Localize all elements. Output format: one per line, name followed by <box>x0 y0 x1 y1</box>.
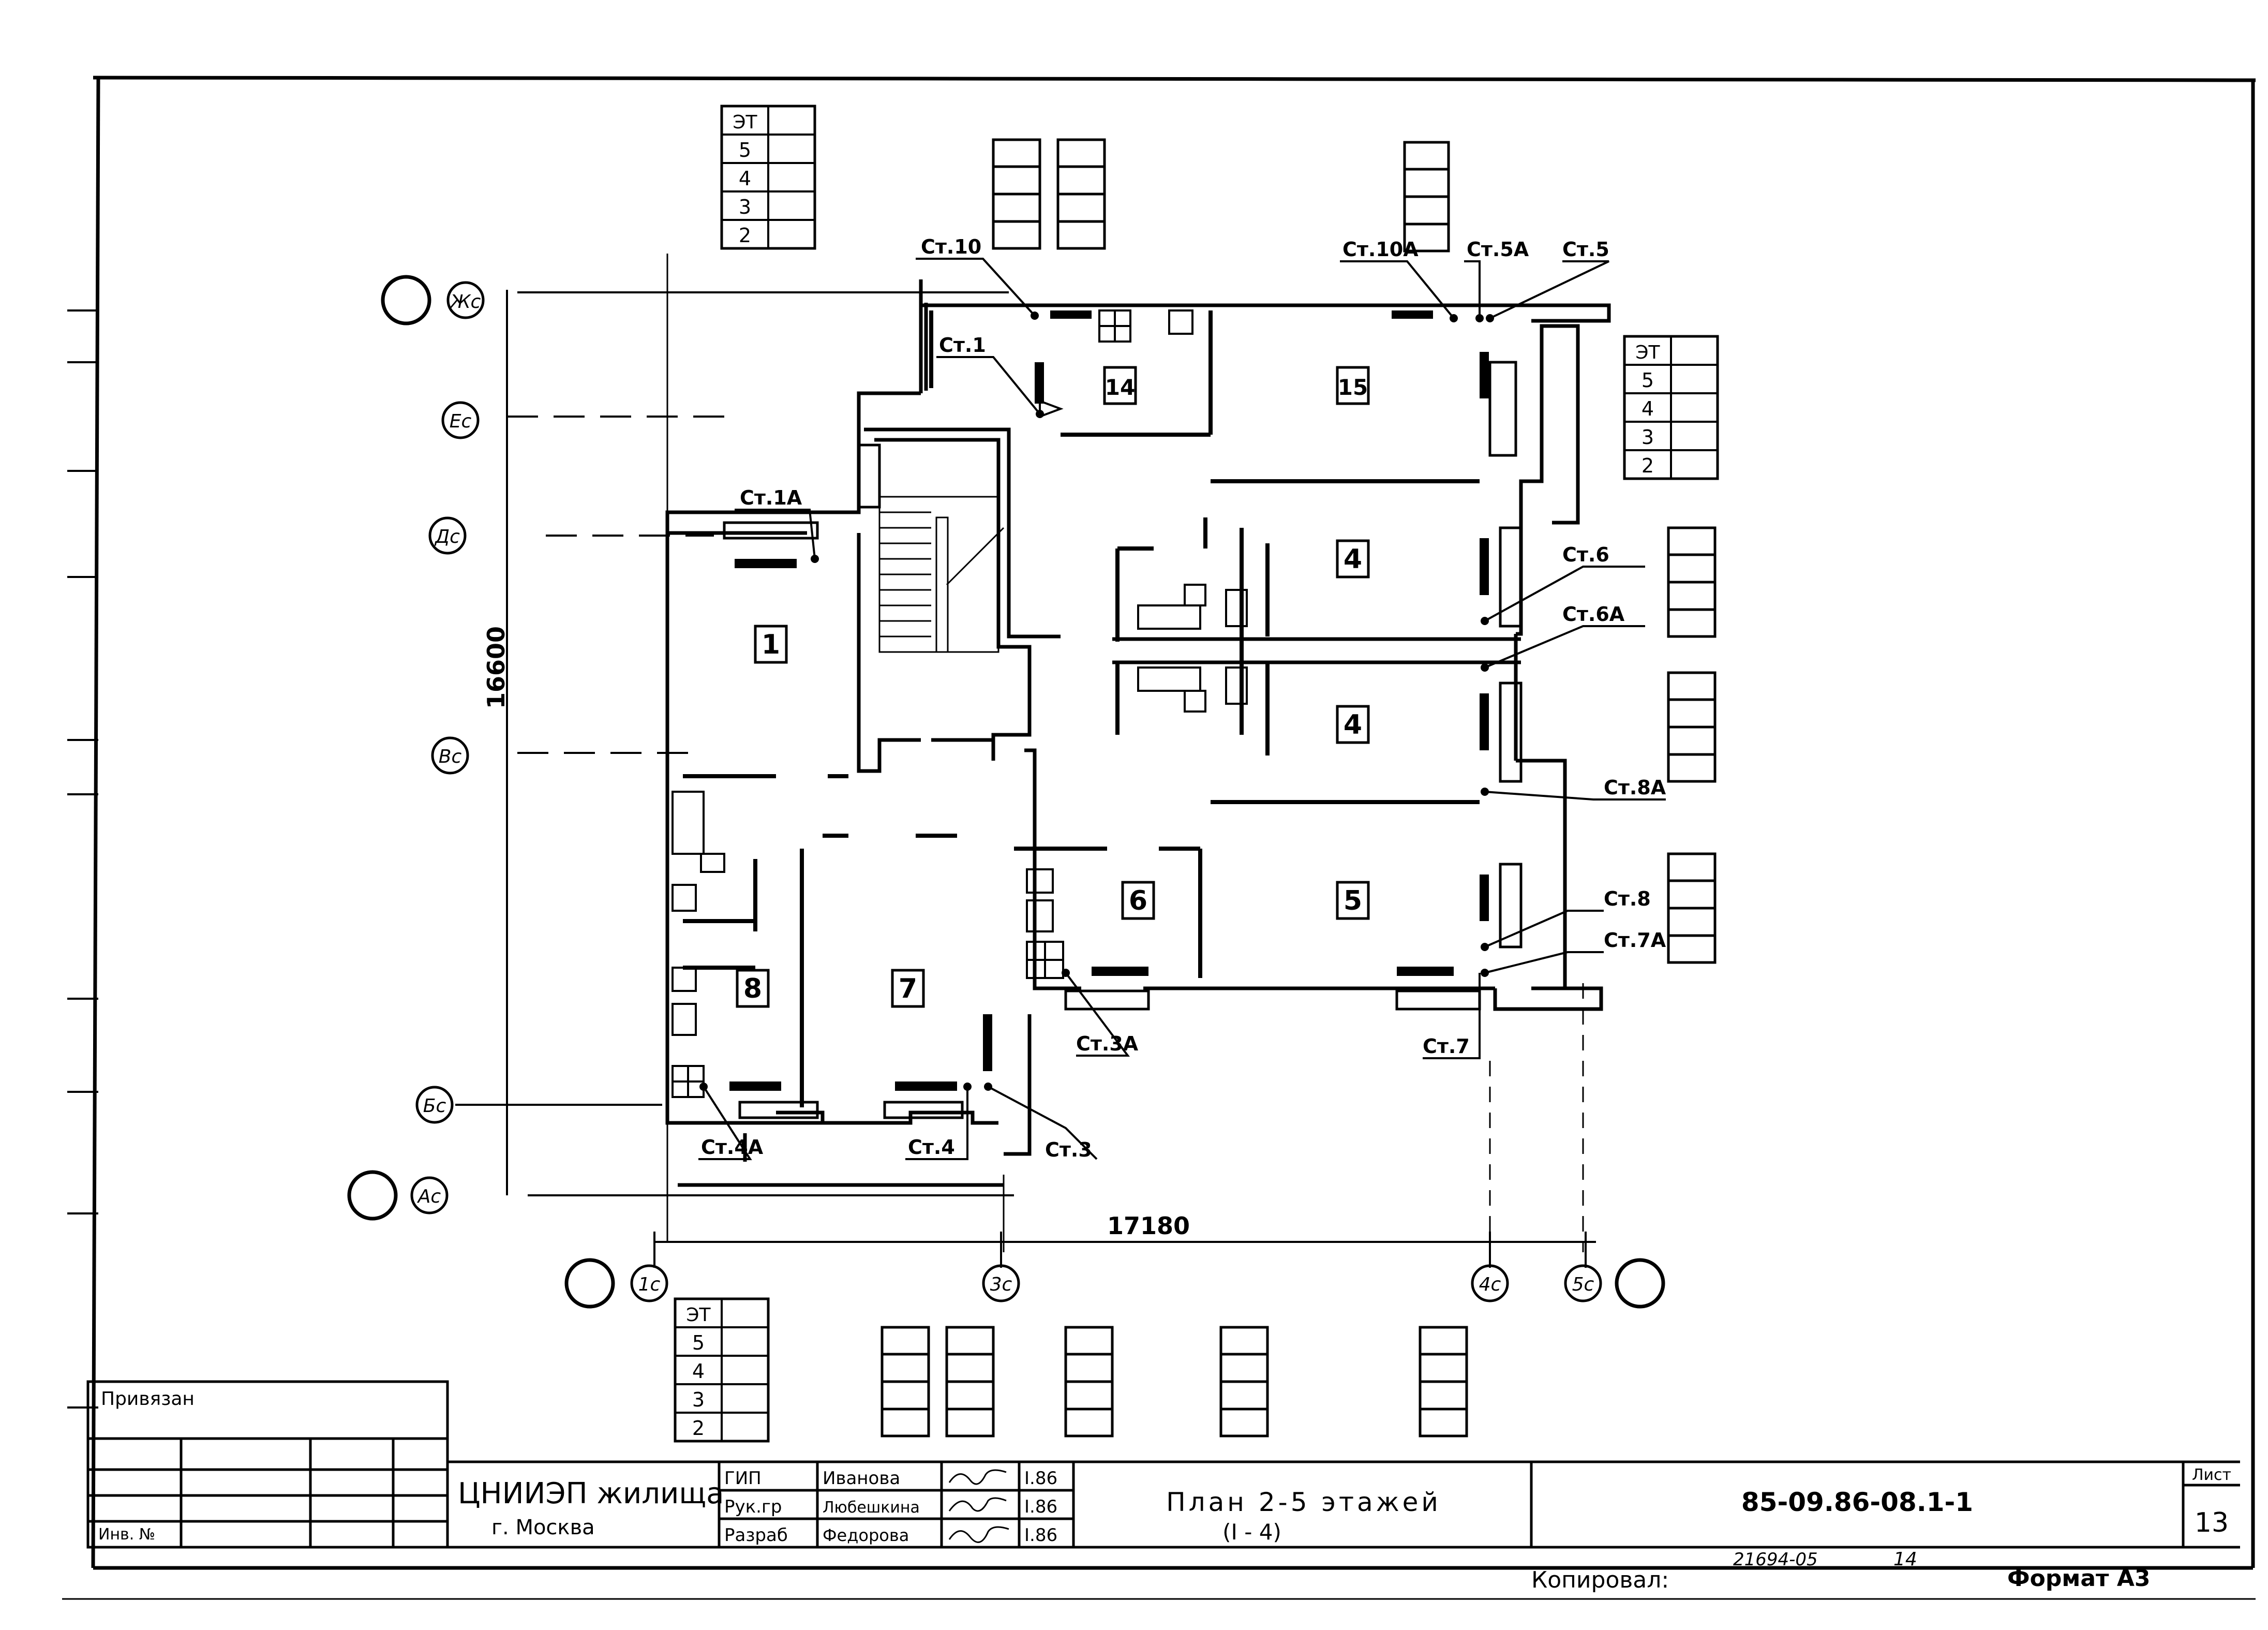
stacked-blocks <box>881 138 1717 1438</box>
title-block: Привязан Инв. № ЦНИИЭП жилища г. Москва … <box>86 1380 2240 1549</box>
margin-ticks <box>67 309 98 1409</box>
sheet-number: 13 <box>2195 1507 2229 1538</box>
floor-3: 3 <box>1642 426 1654 449</box>
axis-markers: Жс Ес Дс Вс Бс Ас 1с 3с 4с 5с <box>347 275 1665 1309</box>
privyazan-label: Привязан <box>101 1388 195 1410</box>
floor-2: 2 <box>1642 454 1654 477</box>
axis-label-1c: 1с <box>638 1274 661 1295</box>
name-developer: Федорова <box>823 1525 909 1545</box>
floor-table-right: ЭТ 5 4 3 2 <box>1623 335 1719 480</box>
axis-label-zh: Жс <box>450 291 481 313</box>
date-developer: I.86 <box>1024 1525 1057 1546</box>
staircase <box>878 496 1005 653</box>
copied-label: Копировал: <box>1531 1567 1669 1593</box>
floor-table-header: ЭТ <box>733 112 757 133</box>
organization-city: г. Москва <box>491 1516 595 1539</box>
room-7: 7 <box>899 973 917 1004</box>
room-1: 1 <box>762 629 780 660</box>
riser-st1: Ст.1 <box>939 334 986 357</box>
floor-table-top: ЭТ 5 4 3 2 <box>720 105 816 250</box>
floor-4: 4 <box>739 167 751 190</box>
riser-st5a: Ст.5А <box>1467 238 1529 261</box>
room-4-upper: 4 <box>1344 544 1362 575</box>
riser-st3: Ст.3 <box>1045 1138 1092 1161</box>
floor-2: 2 <box>739 224 751 247</box>
riser-st10: Ст.10 <box>921 235 981 258</box>
riser-labels: Ст.10 Ст.1 Ст.1А Ст.10А Ст.5А Ст.5 Ст.6 … <box>701 235 1666 1161</box>
riser-st4: Ст.4 <box>908 1136 955 1159</box>
axis-label-4c: 4с <box>1479 1274 1501 1295</box>
copy-extra: 14 <box>1893 1549 1917 1570</box>
room-15: 15 <box>1338 375 1368 400</box>
plumbing-fixtures <box>672 309 1248 1098</box>
footer: Копировал: 21694-05 14 Формат А3 <box>1531 1549 2151 1593</box>
riser-st10a: Ст.10А <box>1342 238 1419 261</box>
dimension-height: 16600 <box>482 626 510 709</box>
floor-table-header: ЭТ <box>686 1305 711 1326</box>
riser-points <box>699 312 1494 1091</box>
copy-number: 21694-05 <box>1733 1549 1818 1570</box>
floor-3: 3 <box>692 1388 705 1411</box>
organization-name: ЦНИИЭП жилища <box>458 1477 724 1510</box>
role-head: Рук.гр <box>724 1496 782 1517</box>
sheet-label: Лист <box>2192 1466 2231 1484</box>
riser-st7: Ст.7 <box>1423 1035 1470 1058</box>
axis-label-5c: 5с <box>1572 1274 1594 1295</box>
floor-2: 2 <box>692 1417 705 1440</box>
axis-label-a: Ас <box>417 1186 441 1207</box>
room-14: 14 <box>1105 375 1135 400</box>
floor-5: 5 <box>692 1331 705 1354</box>
riser-st4a: Ст.4А <box>701 1136 764 1159</box>
riser-st3a: Ст.3А <box>1076 1032 1139 1055</box>
room-5: 5 <box>1344 885 1362 916</box>
dimension-lines <box>455 254 1596 1268</box>
role-developer: Разраб <box>724 1525 788 1546</box>
axis-label-e: Ес <box>450 411 472 432</box>
role-gip: ГИП <box>724 1468 762 1489</box>
room-8: 8 <box>743 973 762 1004</box>
sheet-subtitle: (I - 4) <box>1222 1519 1281 1545</box>
partitions <box>683 310 1480 1107</box>
format-label: Формат А3 <box>2007 1565 2151 1592</box>
floor-4: 4 <box>1642 397 1654 420</box>
floor-5: 5 <box>739 139 751 161</box>
riser-st8a: Ст.8А <box>1604 776 1666 799</box>
radiators <box>729 310 1489 1091</box>
room-6: 6 <box>1129 885 1147 916</box>
room-4-lower: 4 <box>1344 709 1362 740</box>
riser-st6: Ст.6 <box>1562 543 1609 566</box>
inventory-label: Инв. № <box>98 1525 155 1544</box>
axis-label-3c: 3с <box>990 1274 1012 1295</box>
floor-table-bottom: ЭТ 5 4 3 2 <box>674 1297 770 1443</box>
dimension-width: 17180 <box>1107 1212 1190 1240</box>
room-numbers: 1 14 15 4 4 5 6 7 8 <box>736 366 1370 1008</box>
sheet-frame <box>62 76 2256 1600</box>
floor-3: 3 <box>739 196 751 218</box>
axis-label-d: Дс <box>434 526 460 547</box>
axis-label-b: Бс <box>423 1095 446 1117</box>
name-gip: Иванова <box>823 1468 900 1489</box>
sheet-title: План 2-5 этажей <box>1166 1487 1441 1517</box>
floor-5: 5 <box>1642 369 1654 392</box>
riser-st6a: Ст.6А <box>1562 603 1625 626</box>
signatures <box>948 1469 1009 1543</box>
riser-leaders <box>698 258 1666 1160</box>
document-code: 85-09.86-08.1-1 <box>1741 1487 1973 1517</box>
floor-table-header: ЭТ <box>1635 342 1660 363</box>
date-head: I.86 <box>1024 1496 1057 1517</box>
date-gip: I.86 <box>1024 1468 1057 1489</box>
riser-st8: Ст.8 <box>1604 887 1651 910</box>
riser-st7a: Ст.7А <box>1604 929 1666 952</box>
axis-label-v: Вс <box>439 746 462 767</box>
facade-windows <box>723 361 1523 1119</box>
riser-st5: Ст.5 <box>1562 238 1609 261</box>
riser-st1a: Ст.1А <box>740 486 802 509</box>
floor-4: 4 <box>692 1360 705 1383</box>
name-head: Любешкина <box>823 1499 920 1517</box>
